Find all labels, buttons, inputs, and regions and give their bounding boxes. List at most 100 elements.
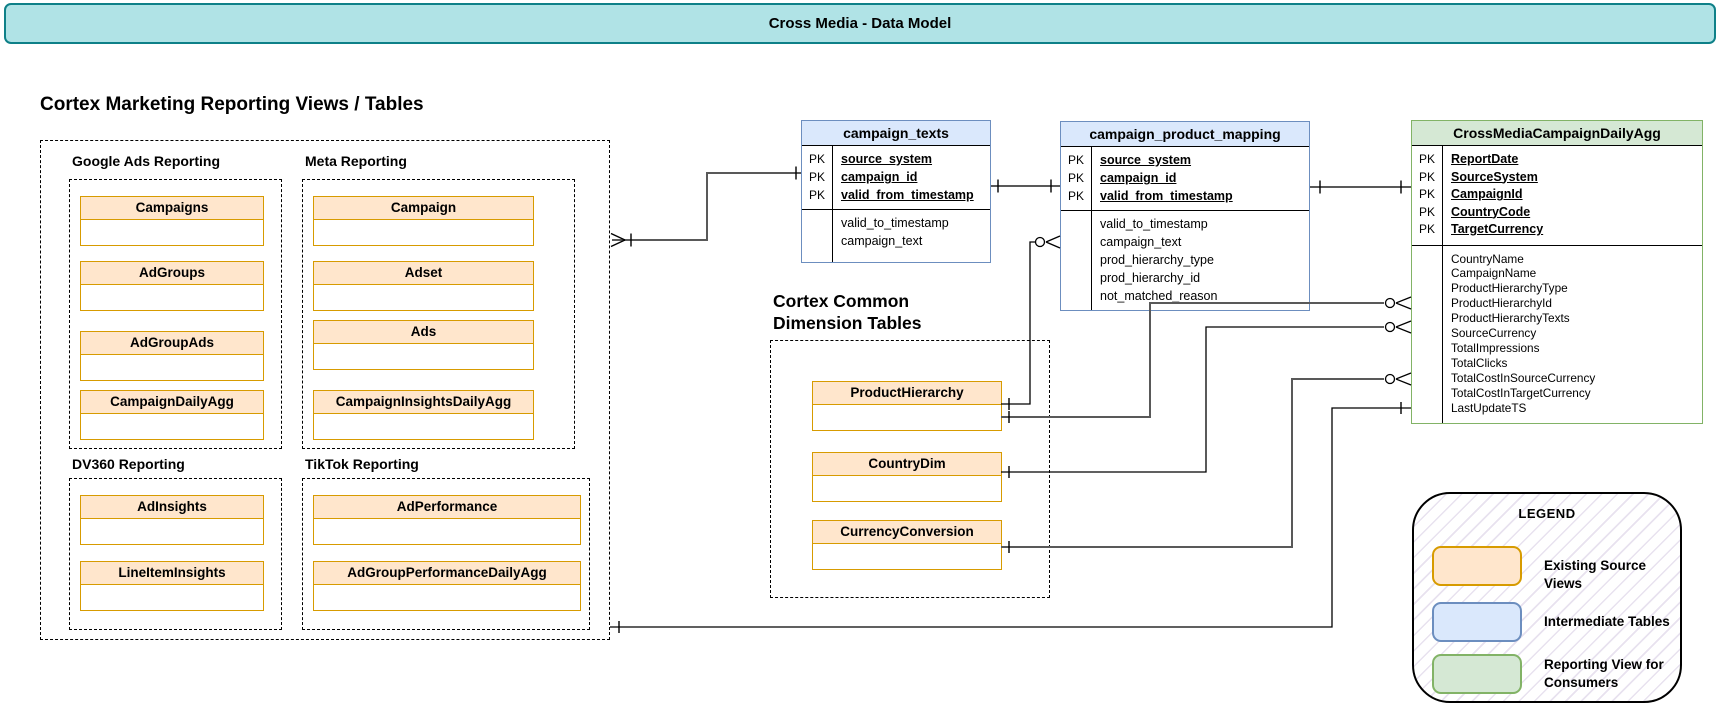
field: ProductHierarchyTexts [1451, 311, 1570, 326]
pk-tag: PK [1067, 189, 1084, 203]
pk-field: campaign_id [841, 170, 918, 184]
pk-field: CountryCode [1451, 204, 1531, 219]
entity-title: LineItemInsights [80, 561, 264, 585]
legend-box: LEGEND Existing Source Views Intermediat… [1412, 492, 1682, 703]
pk-tag: PK [1418, 169, 1435, 184]
entity-title: CountryDim [812, 452, 1002, 476]
crows-foot-marker [610, 232, 626, 248]
legend-title: LEGEND [1518, 506, 1576, 521]
entity-body [313, 220, 534, 246]
legend-label: Reporting View for Consumers [1544, 657, 1664, 690]
entity-title: AdGroupPerformanceDailyAgg [313, 561, 581, 585]
entity-title: CampaignDailyAgg [80, 390, 264, 414]
entity-box: LineItemInsights [80, 561, 264, 611]
pk-field: valid_from_timestamp [1100, 189, 1233, 203]
crows-foot-marker [1395, 372, 1412, 386]
entity-box: Ads [313, 320, 534, 370]
pk-field: source_system [1100, 153, 1192, 167]
entity-title: AdInsights [80, 495, 264, 519]
field: ProductHierarchyType [1451, 281, 1568, 296]
pk-tag: PK [1418, 222, 1435, 236]
entity-box: CampaignDailyAgg [80, 390, 264, 440]
diagram-title-bar: Cross Media - Data Model [4, 3, 1716, 44]
marketing-section-box [40, 140, 610, 640]
legend-label: Intermediate Tables [1544, 614, 1670, 629]
entity-box: AdGroupPerformanceDailyAgg [313, 561, 581, 611]
pk-tag: PK [1418, 187, 1435, 201]
entity-title: Campaign [313, 196, 534, 220]
pk-field: TargetCurrency [1451, 222, 1544, 236]
field: LastUpdateTS [1451, 400, 1527, 415]
entity-box: CurrencyConversion [812, 520, 1002, 570]
field: ProductHierarchyId [1451, 296, 1552, 311]
pk-tag: PK [1418, 204, 1435, 219]
pk-key-column-empty [802, 210, 833, 262]
entity-body [812, 405, 1002, 431]
entity-title: AdGroupAds [80, 331, 264, 355]
entity-title: AdGroups [80, 261, 264, 285]
entity-box: AdGroupAds [80, 331, 264, 381]
pk-field: source_system [841, 152, 933, 166]
pk-field: valid_from_timestamp [841, 188, 974, 202]
field: SourceCurrency [1451, 326, 1537, 341]
common-dim-heading-line1: Cortex Common [773, 291, 910, 311]
entity-box: AdGroups [80, 261, 264, 311]
table-title: CrossMediaCampaignDailyAgg [1412, 121, 1702, 146]
entity-title: Adset [313, 261, 534, 285]
entity-title: Ads [313, 320, 534, 344]
connector-sources-to-campaign-texts [610, 166, 801, 248]
table-title: campaign_texts [802, 121, 990, 146]
group-label-google-ads: Google Ads Reporting [72, 153, 221, 169]
field: valid_to_timestamp [1100, 217, 1208, 231]
connector-mapping-to-crossmedia [1310, 180, 1411, 194]
diagram-title: Cross Media - Data Model [768, 15, 952, 32]
zero-circle-marker [1384, 373, 1396, 385]
pk-tag: PK [1067, 171, 1084, 185]
pk-field: CampaignId [1451, 187, 1523, 201]
field: campaign_text [841, 234, 923, 248]
entity-body [80, 285, 264, 311]
field: CountryName [1451, 251, 1524, 266]
entity-body [313, 285, 534, 311]
connector-producthierarchy-to-crossmedia [1001, 296, 1412, 423]
common-dim-heading-line2: Dimension Tables [773, 313, 922, 333]
field: TotalImpressions [1451, 340, 1540, 355]
zero-circle-marker [1384, 321, 1396, 333]
entity-body [80, 585, 264, 611]
entity-body [80, 414, 264, 440]
crows-foot-marker [1045, 235, 1061, 249]
field: TotalCostInSourceCurrency [1451, 370, 1596, 385]
entity-box: Campaigns [80, 196, 264, 246]
entity-body [313, 344, 534, 370]
zero-circle-marker [1384, 297, 1396, 309]
entity-body [812, 476, 1002, 502]
entity-body [812, 544, 1002, 570]
pk-field: ReportDate [1451, 152, 1519, 166]
entity-title: AdPerformance [313, 495, 581, 519]
pk-tag: PK [808, 170, 825, 184]
entity-title: Campaigns [80, 196, 264, 220]
entity-title: CurrencyConversion [812, 520, 1002, 544]
pk-tag: PK [808, 188, 825, 202]
pk-field-list: source_system campaign_id valid_from_times… [833, 146, 990, 209]
zero-circle-marker [1034, 236, 1046, 248]
marketing-section-heading: Cortex Marketing Reporting Views / Table… [40, 94, 424, 115]
entity-box: CountryDim [812, 452, 1002, 502]
